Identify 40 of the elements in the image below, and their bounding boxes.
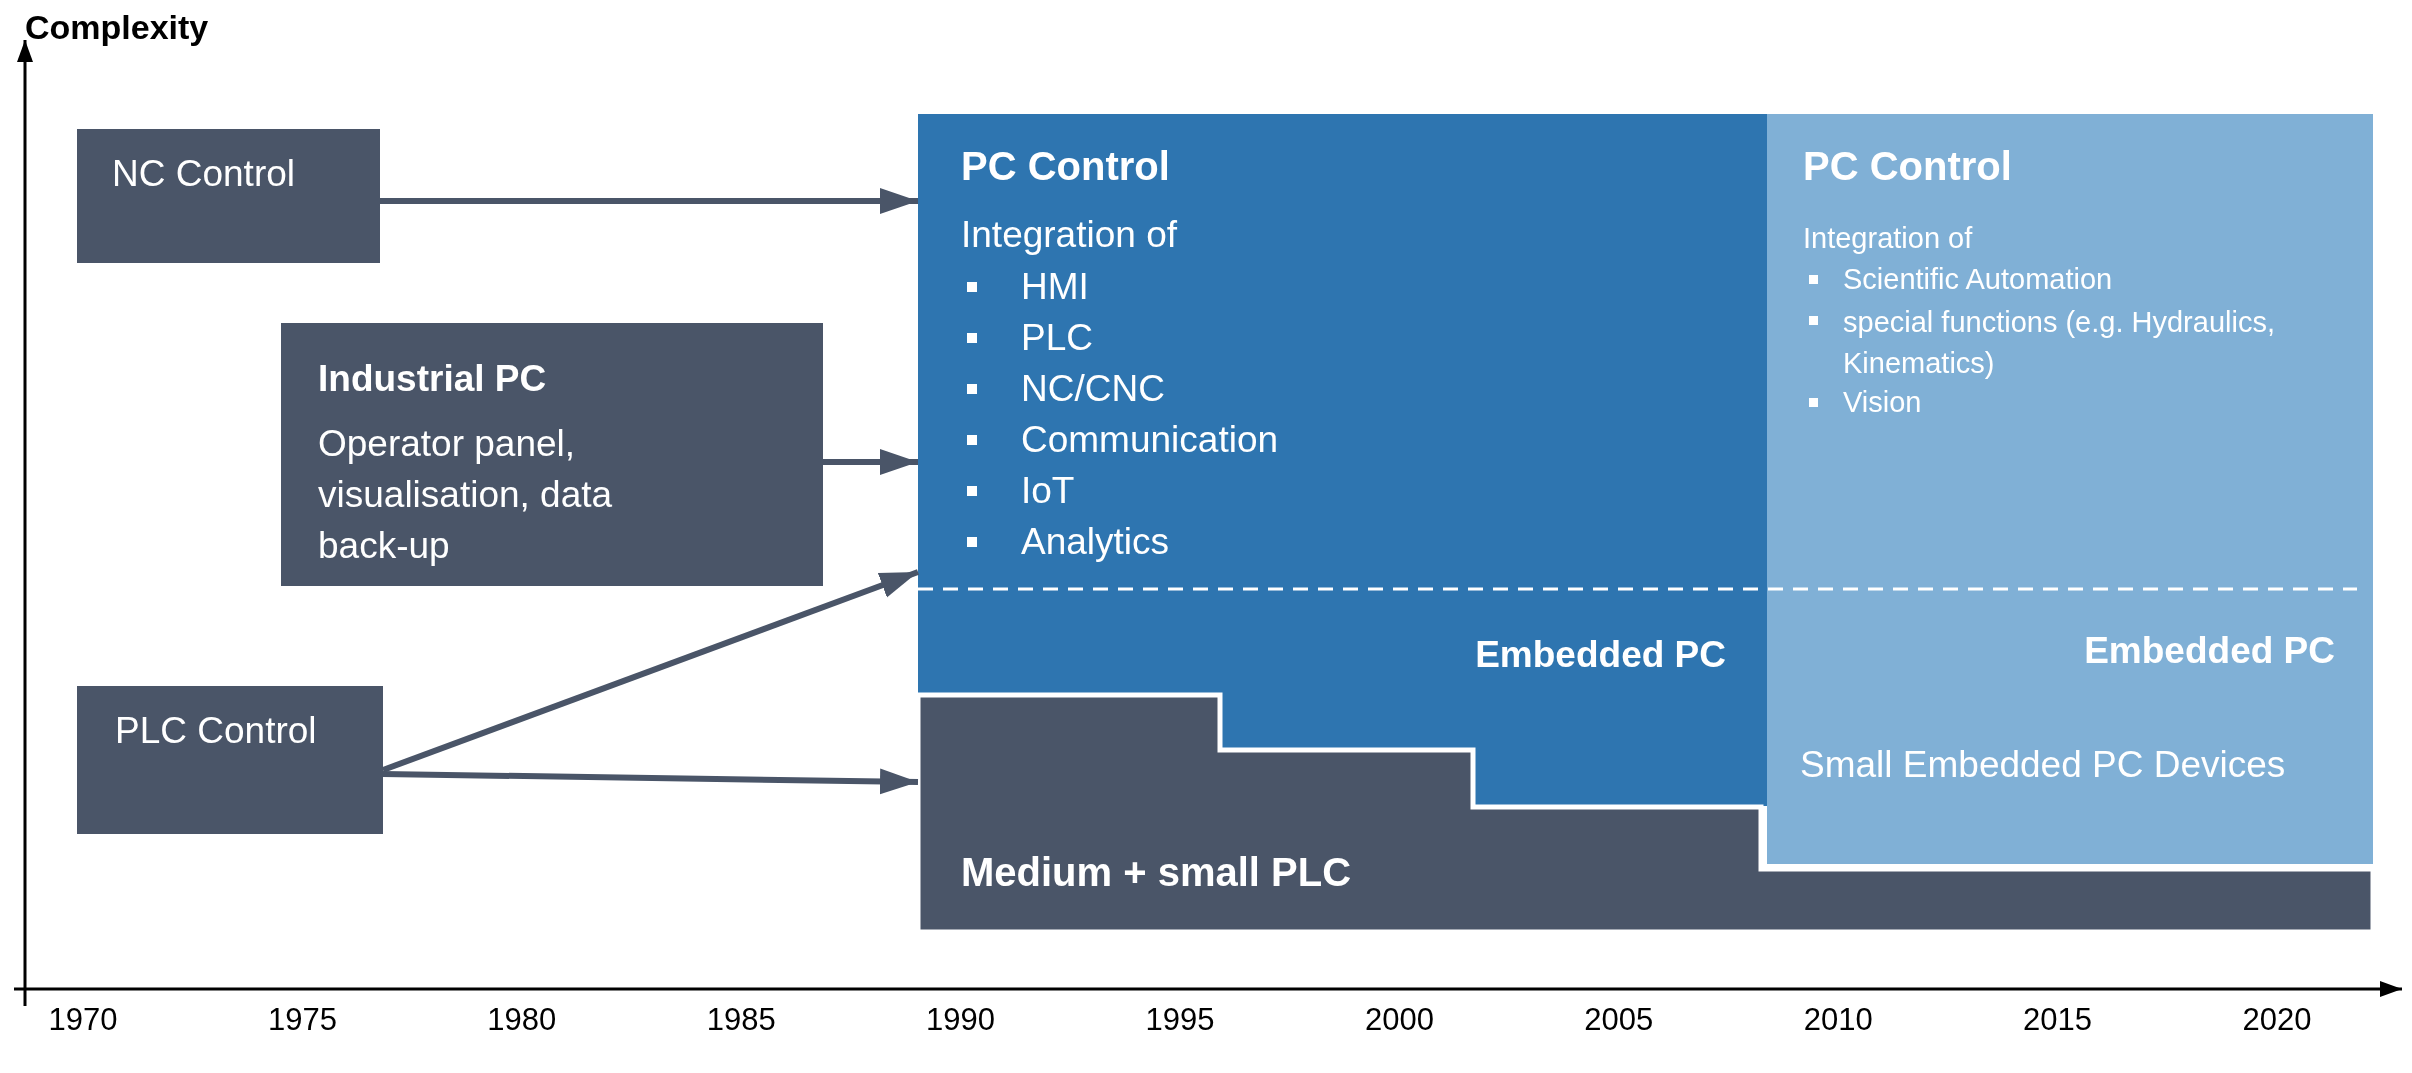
region-subtitle: Embedded PC [1475,633,1726,677]
list-item: HMI [1021,265,1090,309]
list-item: NC/CNC [1021,367,1166,411]
year-label: 2020 [2241,1002,2313,1038]
year-label: 2010 [1802,1002,1874,1038]
list-item: IoT [1021,469,1076,513]
list-item: Communication [1021,418,1280,462]
region-text: Integration of [961,213,1178,257]
list-item: Analytics [1021,520,1171,564]
year-label: 1985 [705,1002,777,1038]
arrow [381,569,920,773]
year-label: 1980 [486,1002,558,1038]
process-box [281,323,823,586]
region-title: Medium + small PLC [961,849,1353,896]
year-label: 2015 [2022,1002,2094,1038]
list-item: Vision [1843,385,1923,420]
region-subtitle: Embedded PC [2084,629,2335,673]
region-text: Integration of [1803,221,1974,256]
axis-title: Complexity [25,8,209,47]
region-title: PC Control [961,143,1171,190]
year-label: 1995 [1144,1002,1216,1038]
year-label: 1990 [925,1002,997,1038]
region-title: PC Control [1803,143,2013,190]
box-label: PLC Control [115,709,318,753]
year-label: 1975 [266,1002,338,1038]
process-box [77,129,380,263]
year-label: 1970 [47,1002,119,1038]
box-description: Operator panel, visualisation, data back-up [318,422,614,568]
arrow [382,768,919,795]
list-item: PLC [1021,316,1094,360]
arrow [823,449,918,475]
year-label: 2000 [1363,1002,1435,1038]
box-title: Industrial PC [318,357,548,401]
process-box [77,686,383,834]
list-item: Scientific Automation [1843,262,2114,297]
region-text: Small Embedded PC Devices [1800,743,2287,787]
box-label: NC Control [112,152,296,196]
arrow [380,188,918,214]
list-item: special functions (e.g. Hydraulics, Kinematics) [1843,305,2276,381]
year-label: 2005 [1583,1002,1655,1038]
